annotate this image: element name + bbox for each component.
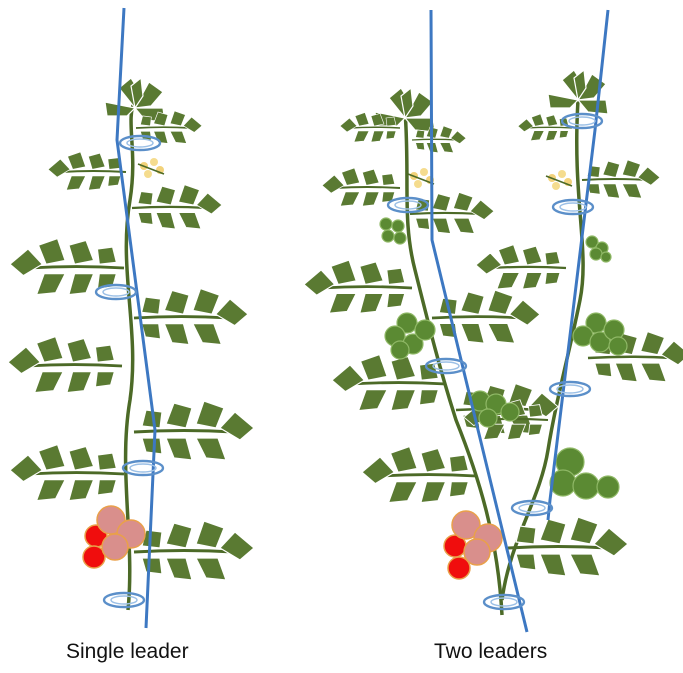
leaf-icon [105, 78, 165, 122]
tomato-fruit-icon [597, 476, 619, 498]
green-fruit-cluster [573, 313, 627, 355]
flower-cluster-icon [408, 168, 434, 188]
tomato-fruit-icon [501, 403, 519, 421]
tomato-fruit-icon [590, 248, 602, 260]
tomato-fruit-icon [394, 232, 406, 244]
leaf-icon [134, 521, 254, 580]
green-fruit-cluster [550, 448, 619, 499]
leaf-icon [410, 192, 494, 233]
tomato-fruit-icon [382, 230, 394, 242]
single-leader-plant [8, 8, 254, 628]
tomato-fruit-icon [392, 220, 404, 232]
trellis-clip-icon [120, 136, 160, 150]
leaf-icon [132, 185, 222, 229]
trellis-clip-icon [104, 593, 144, 607]
red-fruit-cluster [83, 506, 145, 568]
leaf-icon [582, 160, 660, 198]
green-fruit-cluster [586, 236, 611, 262]
leaf-icon [134, 289, 248, 345]
flower-cluster-icon [138, 158, 164, 178]
tomato-fruit-icon [102, 534, 128, 560]
single-leader-caption: Single leader [66, 640, 189, 664]
two-leader-plant [304, 10, 683, 632]
red-fruit-cluster [444, 511, 502, 579]
green-fruit-cluster [380, 218, 406, 244]
tomato-fruit-icon [609, 337, 627, 355]
tomato-fruit-icon [415, 320, 435, 340]
leaf-icon [432, 290, 540, 343]
leaf-icon [322, 168, 400, 206]
tomato-fruit-icon [601, 252, 611, 262]
trellis-clip-icon [550, 382, 590, 396]
leaf-icon [476, 245, 566, 289]
trellis-clip-icon [123, 461, 163, 475]
two-leaders-caption: Two leaders [434, 640, 547, 664]
leaf-icon [362, 447, 476, 503]
tomato-fruit-icon [573, 473, 599, 499]
leaf-icon [304, 260, 412, 313]
leaf-icon [10, 445, 124, 501]
tomato-fruit-icon [479, 409, 497, 427]
leaf-icon [508, 517, 628, 576]
tomato-fruit-icon [391, 341, 409, 359]
tomato-fruit-icon [380, 218, 392, 230]
second-leader-stem [502, 100, 583, 600]
green-fruit-cluster [385, 313, 435, 359]
leaf-icon [8, 337, 122, 393]
flower-cluster-icon [546, 170, 572, 190]
tomato-fruit-icon [464, 539, 490, 565]
leaf-icon [48, 152, 126, 190]
